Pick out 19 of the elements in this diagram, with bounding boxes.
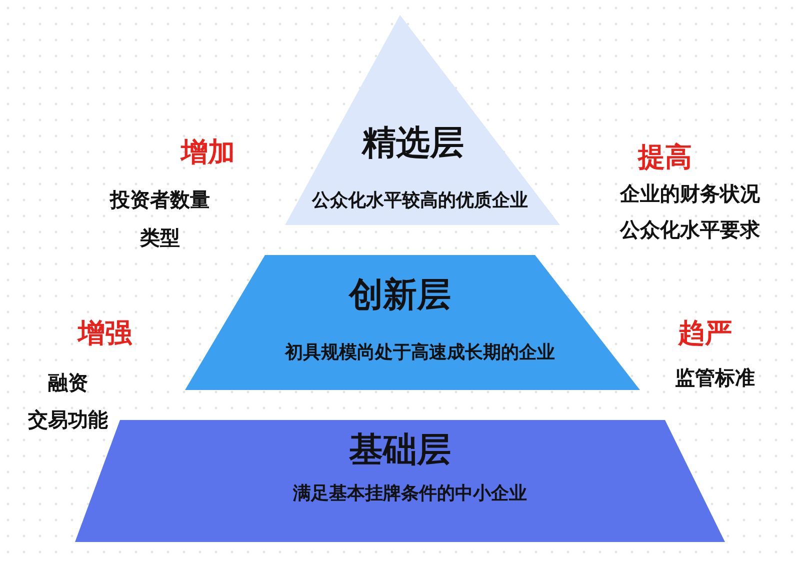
side-heading: 增加: [181, 136, 235, 170]
side-note: 交易功能: [28, 406, 108, 434]
side-note: 融资: [48, 370, 88, 396]
side-note: 监管标准: [675, 364, 755, 392]
side-note: 公众化水平要求: [620, 216, 760, 244]
tier-title: 精选层: [362, 122, 464, 165]
tier-title: 创新层: [349, 274, 451, 317]
tier-title: 基础层: [349, 429, 451, 472]
side-note: 类型: [140, 224, 180, 252]
tier-description: 公众化水平较高的优质企业: [312, 189, 528, 212]
pyramid-tier: [185, 255, 640, 390]
side-heading: 增强: [78, 317, 132, 351]
side-heading: 趋严: [678, 317, 732, 351]
side-note: 企业的财务状况: [620, 180, 760, 208]
pyramid-tier: [285, 15, 560, 225]
side-note: 投资者数量: [110, 186, 210, 214]
side-heading: 提高: [638, 141, 692, 175]
tier-description: 满足基本挂牌条件的中小企业: [293, 482, 527, 505]
tier-description: 初具规模尚处于高速成长期的企业: [285, 341, 555, 364]
